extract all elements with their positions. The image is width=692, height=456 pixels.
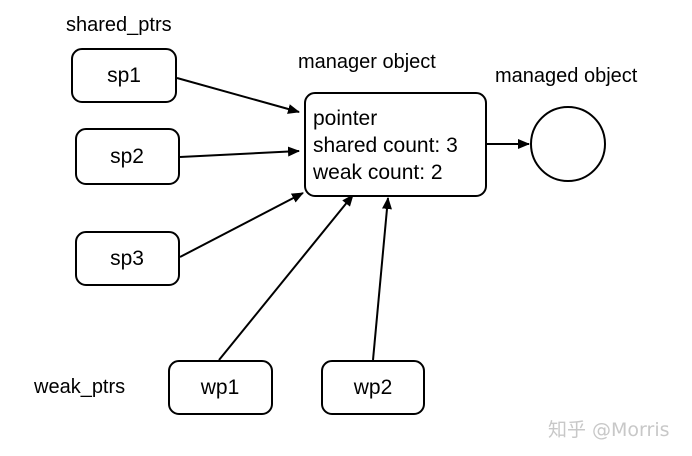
wp2-label: wp2 [353, 376, 393, 399]
manager-object-node: pointer shared count: 3 weak count: 2 [304, 92, 487, 197]
arrow-sp2-to-manager [179, 146, 300, 158]
arrow-wp1-to-manager [218, 194, 354, 361]
weak-ptr-node-wp1: wp1 [168, 360, 273, 415]
arrow-wp2-to-manager [372, 197, 392, 361]
sp3-label: sp3 [110, 247, 144, 270]
manager-pointer-field: pointer [313, 107, 377, 130]
manager-weak-count-field: weak count: 2 [312, 161, 443, 184]
weak-ptr-node-wp2: wp2 [321, 360, 425, 415]
manager-object-label: manager object [298, 51, 436, 73]
shared-ptrs-label: shared_ptrs [66, 14, 172, 36]
manager-shared-count-field: shared count: 3 [313, 134, 458, 157]
sp2-label: sp2 [110, 145, 144, 168]
arrow-sp3-to-manager [179, 192, 304, 258]
watermark-text: 知乎 @Morris [548, 419, 670, 441]
shared-ptr-node-sp3: sp3 [75, 231, 180, 286]
shared-ptr-node-sp1: sp1 [71, 48, 177, 103]
managed-object-node [530, 106, 606, 182]
managed-object-label: managed object [495, 65, 638, 87]
arrow-sp1-to-manager [176, 77, 300, 114]
sp1-label: sp1 [107, 64, 141, 87]
wp1-label: wp1 [200, 376, 240, 399]
shared-ptr-node-sp2: sp2 [75, 128, 180, 185]
weak-ptrs-label: weak_ptrs [33, 376, 125, 398]
